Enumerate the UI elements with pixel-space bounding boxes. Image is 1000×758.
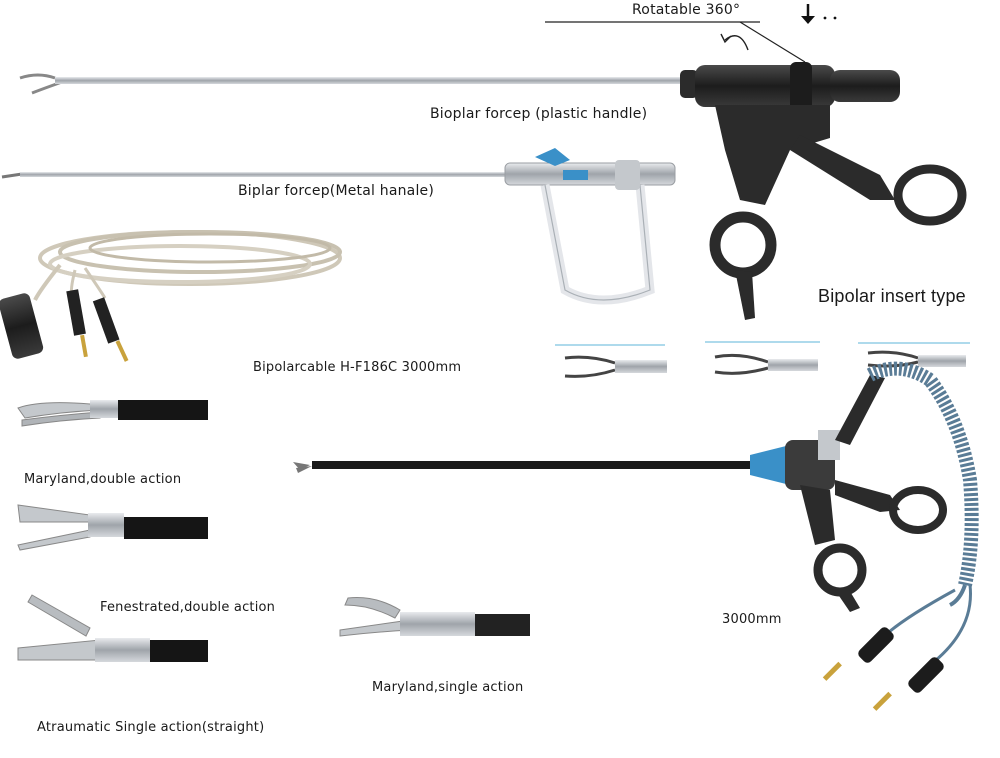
maryland-single-label: Maryland,single action	[372, 680, 524, 695]
bipolar-cable	[0, 230, 342, 362]
plastic-handle-forcep	[19, 4, 967, 320]
cable-label: Bipolarcable H-F186C 3000mm	[253, 360, 462, 375]
atraumatic-single-label: Atraumatic Single action(straight)	[37, 720, 265, 735]
maryland-double-tip	[17, 400, 208, 427]
maryland-double-label: Maryland,double action	[24, 472, 182, 487]
bipolar-insert-instrument	[293, 361, 979, 711]
insert-type-label: Bipolar insert type	[818, 286, 966, 306]
plastic-forcep-label: Bioplar forcep (plastic handle)	[430, 106, 648, 122]
atraumatic-single-tip	[17, 594, 208, 662]
rotatable-label: Rotatable 360°	[632, 2, 741, 18]
metal-handle-forcep	[1, 148, 676, 305]
insert-type-tips	[555, 341, 970, 378]
metal-forcep-label: Biplar forcep(Metal hanale)	[238, 183, 435, 199]
fenestrated-double-tip	[17, 504, 208, 551]
fenestrated-double-label: Fenestrated,double action	[100, 600, 276, 615]
cable-length-label: 3000mm	[722, 612, 782, 627]
maryland-single-tip	[339, 597, 530, 637]
